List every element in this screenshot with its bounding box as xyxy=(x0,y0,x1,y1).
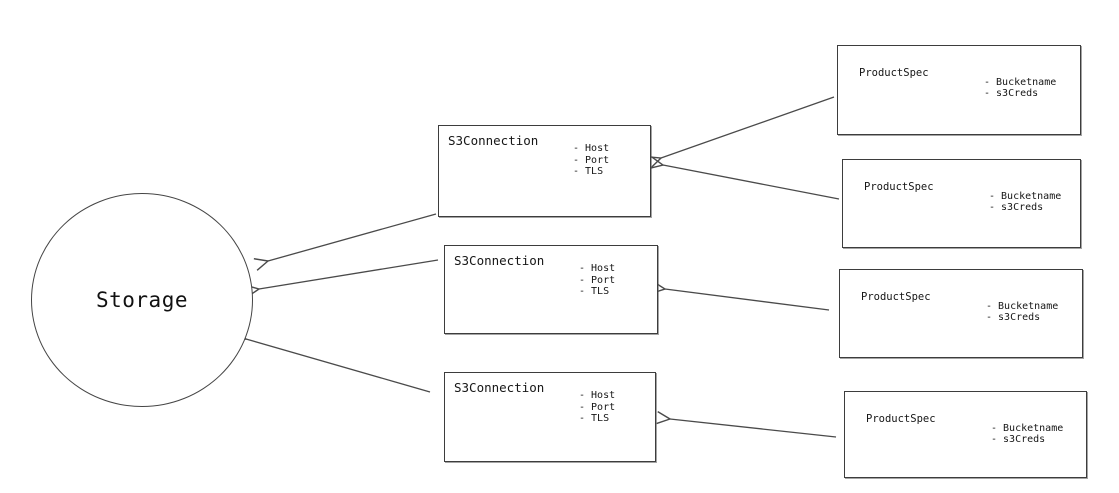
attribute-host: - Host xyxy=(579,263,616,274)
productspec-title: ProductSpec xyxy=(859,67,929,79)
arrow-productspec2-to-s3connection1 xyxy=(648,156,840,200)
arrow-productspec4-to-s3connection3 xyxy=(656,411,837,438)
s3connection-box-3[interactable]: S3Connection - Host - Port - TLS xyxy=(444,372,656,462)
arrow-s3connection2-to-storage xyxy=(245,259,439,298)
s3connection-box-2[interactable]: S3Connection - Host - Port - TLS xyxy=(444,245,658,334)
attribute-s3creds: - s3Creds xyxy=(989,202,1044,213)
s3connection-attributes: - Host - Port - TLS xyxy=(579,390,615,425)
productspec-attributes: - Bucketname - s3Creds xyxy=(986,301,1058,323)
attribute-bucketname: - Bucketname xyxy=(986,301,1059,312)
storage-label: Storage xyxy=(95,288,188,312)
productspec-attributes: - Bucketname - s3Creds xyxy=(989,191,1061,213)
storage-node[interactable]: Storage xyxy=(31,193,253,407)
productspec-title: ProductSpec xyxy=(864,181,934,193)
s3connection-title: S3Connection xyxy=(454,380,545,395)
arrow-productspec3-to-s3connection2 xyxy=(651,280,830,311)
productspec-box-3[interactable]: ProductSpec - Bucketname - s3Creds xyxy=(839,269,1083,358)
productspec-attributes: - Bucketname - s3Creds xyxy=(991,423,1063,445)
attribute-port: - Port xyxy=(579,274,616,286)
attribute-s3creds: - s3Creds xyxy=(991,434,1046,445)
attribute-s3creds: - s3Creds xyxy=(984,88,1039,99)
productspec-title: ProductSpec xyxy=(861,291,931,303)
productspec-box-4[interactable]: ProductSpec - Bucketname - s3Creds xyxy=(844,391,1087,478)
s3connection-title: S3Connection xyxy=(454,253,545,268)
attribute-bucketname: - Bucketname xyxy=(984,77,1057,88)
productspec-box-2[interactable]: ProductSpec - Bucketname - s3Creds xyxy=(842,159,1081,248)
attribute-bucketname: - Bucketname xyxy=(989,191,1062,202)
s3connection-box-1[interactable]: S3Connection - Host - Port - TLS xyxy=(438,125,651,217)
arrow-productspec1-to-s3connection1 xyxy=(646,96,835,169)
s3connection-title: S3Connection xyxy=(448,133,539,148)
attribute-s3creds: - s3Creds xyxy=(986,312,1041,323)
attribute-tls: - TLS xyxy=(579,286,610,297)
s3connection-attributes: - Host - Port - TLS xyxy=(579,263,615,298)
arrow-s3connection3-to-storage xyxy=(231,329,431,393)
productspec-title: ProductSpec xyxy=(866,413,936,425)
arrow-s3connection1-to-storage xyxy=(253,213,437,271)
attribute-tls: - TLS xyxy=(573,166,604,177)
s3connection-attributes: - Host - Port - TLS xyxy=(573,143,609,178)
attribute-host: - Host xyxy=(579,390,616,401)
attribute-port: - Port xyxy=(579,401,616,413)
productspec-box-1[interactable]: ProductSpec - Bucketname - s3Creds xyxy=(837,45,1081,135)
productspec-attributes: - Bucketname - s3Creds xyxy=(984,77,1056,99)
attribute-tls: - TLS xyxy=(579,413,610,424)
attribute-port: - Port xyxy=(573,154,610,166)
attribute-host: - Host xyxy=(573,143,610,154)
attribute-bucketname: - Bucketname xyxy=(991,423,1064,434)
